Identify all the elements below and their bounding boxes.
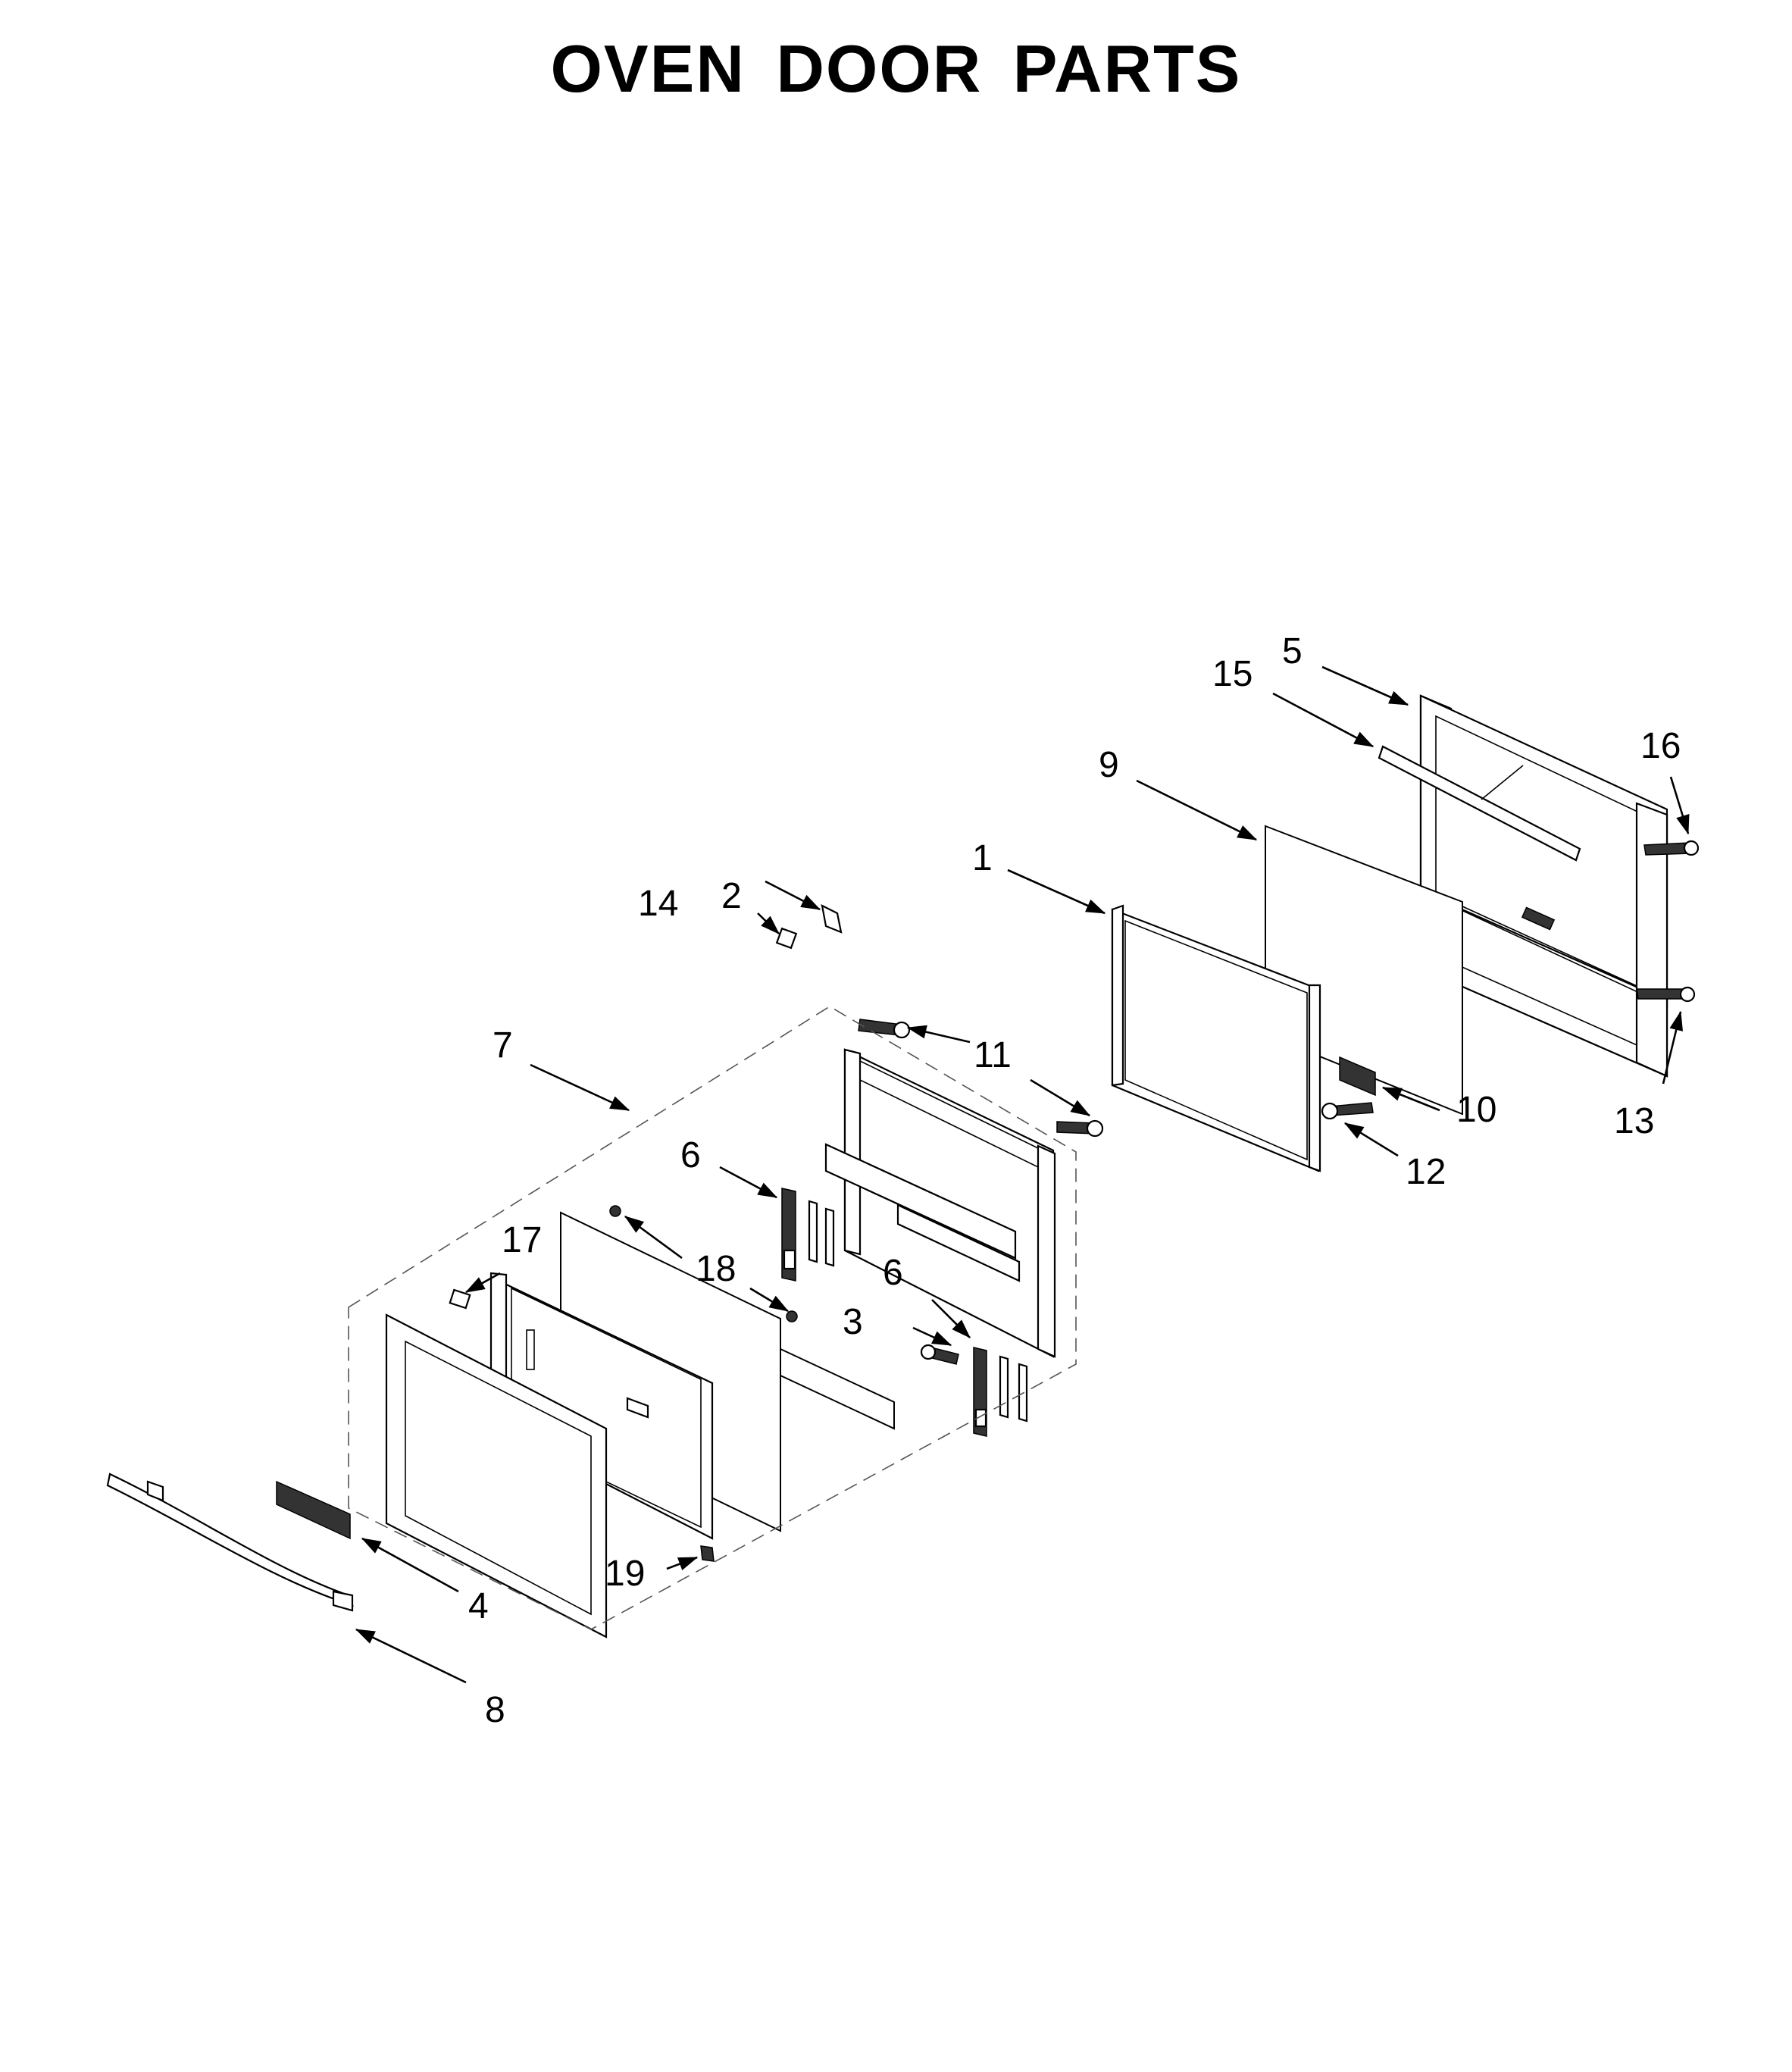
middle-door-frame xyxy=(824,1048,1056,1358)
part-7-assembly-outline xyxy=(348,1006,1077,1630)
part-11-screw-right xyxy=(1056,1119,1104,1138)
callout-14: 14 xyxy=(638,884,678,924)
part-3-screw xyxy=(920,1344,959,1365)
callout-3: 3 xyxy=(843,1302,863,1342)
part-12-screw xyxy=(1321,1102,1374,1120)
part-13-screw xyxy=(1636,986,1696,1003)
callout-13: 13 xyxy=(1614,1101,1654,1141)
part-6-hinge-left xyxy=(781,1188,835,1282)
callout-8: 8 xyxy=(485,1690,505,1730)
heat-shield-strip xyxy=(780,1347,895,1430)
leader-lines xyxy=(355,665,1690,1684)
part-18-bumper-bottom xyxy=(786,1310,798,1322)
part-19-bracket xyxy=(700,1545,715,1562)
part-16-screw xyxy=(1643,840,1700,856)
callout-6b: 6 xyxy=(883,1253,903,1293)
part-11-screw-top xyxy=(858,1019,911,1039)
part-1-inner-frame xyxy=(1111,904,1321,1172)
callout-17: 17 xyxy=(502,1220,542,1260)
part-10-bracket xyxy=(1339,1056,1376,1097)
callout-15: 15 xyxy=(1212,654,1253,694)
part-4-badge xyxy=(276,1480,351,1540)
callout-9: 9 xyxy=(1099,745,1119,785)
callout-16: 16 xyxy=(1640,726,1681,766)
callout-2: 2 xyxy=(721,876,742,916)
callout-12: 12 xyxy=(1406,1152,1446,1192)
callout-11: 11 xyxy=(974,1035,1012,1075)
callout-19: 19 xyxy=(605,1554,645,1594)
diagram-title: OVEN DOOR PARTS xyxy=(550,31,1242,106)
outer-door-panel xyxy=(385,1313,608,1639)
part-17-bracket xyxy=(449,1288,471,1310)
callout-18: 18 xyxy=(696,1249,736,1289)
part-15-rail xyxy=(1378,745,1581,862)
part-6-hinge-right xyxy=(973,1347,1028,1437)
callout-4: 4 xyxy=(468,1586,489,1626)
callout-6a: 6 xyxy=(680,1135,701,1175)
part-18-bumper-top xyxy=(609,1205,621,1217)
part-2-bracket xyxy=(821,904,843,934)
part-14-clip xyxy=(775,927,798,950)
part-8-handle xyxy=(106,1473,354,1612)
callout-1: 1 xyxy=(972,838,993,878)
callout-7: 7 xyxy=(493,1025,513,1066)
callout-10: 10 xyxy=(1456,1090,1496,1130)
callout-5: 5 xyxy=(1282,631,1303,671)
